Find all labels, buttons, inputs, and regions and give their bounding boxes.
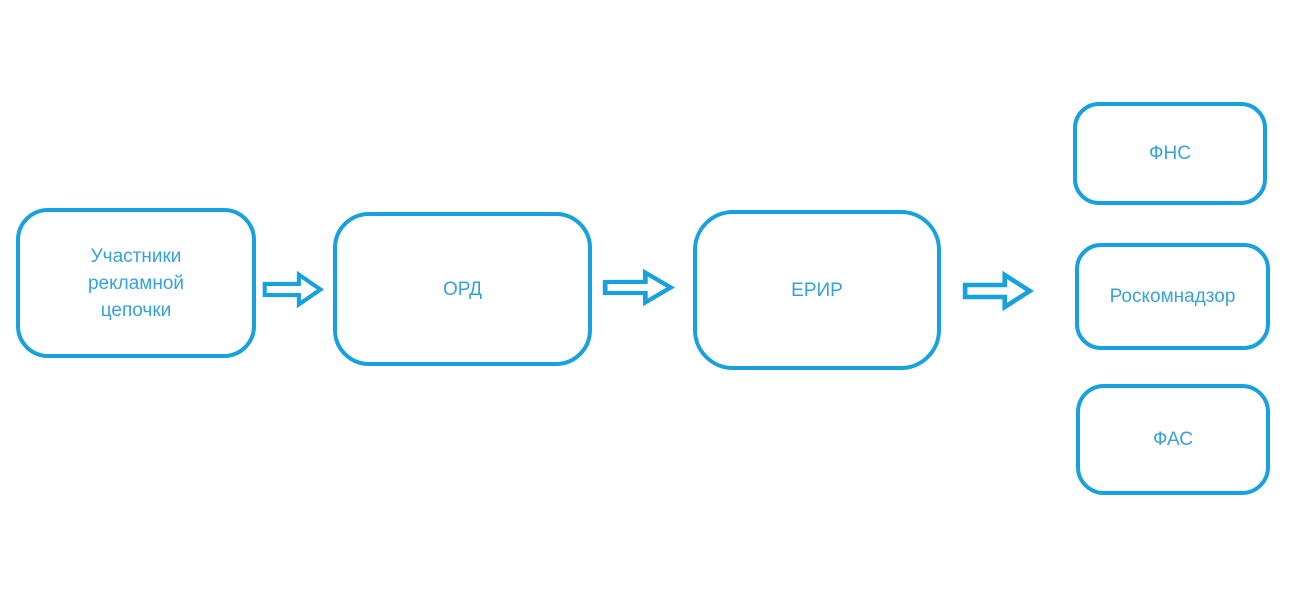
arrow-ord-to-erir (602, 268, 676, 307)
arrow-right-icon (262, 270, 325, 309)
arrow-erir-to-regulators (962, 270, 1035, 312)
node-ord: ОРД (333, 212, 592, 366)
node-label: ФАС (1152, 429, 1193, 450)
node-label: ЕРИР (791, 279, 843, 301)
node-label: Роскомнадзор (1109, 286, 1236, 307)
node-label: ОРД (442, 278, 483, 300)
node-fas: ФАС (1076, 384, 1270, 495)
node-participants: Участники рекламной цепочки (16, 208, 256, 358)
arrow-participants-to-ord (262, 270, 325, 309)
arrow-right-icon (602, 268, 676, 307)
node-roskomnadzor: Роскомнадзор (1075, 243, 1270, 350)
node-erir: ЕРИР (693, 210, 941, 370)
arrow-right-icon (962, 270, 1035, 312)
node-label: ФНС (1149, 143, 1191, 164)
node-label: Участники рекламной цепочки (87, 245, 185, 321)
node-fns: ФНС (1073, 102, 1267, 205)
